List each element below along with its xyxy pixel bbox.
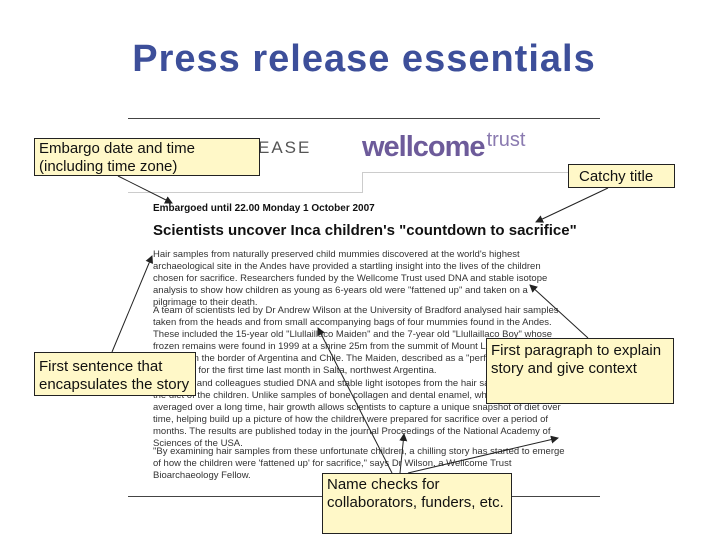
logo-sub-text: trust: [486, 129, 526, 151]
arrow-embargo: [117, 175, 173, 204]
press-release-headline: Scientists uncover Inca children's "coun…: [153, 222, 577, 239]
callout-first-sentence: First sentence that encapsulates the sto…: [34, 352, 196, 396]
paragraph-1: Hair samples from naturally preserved ch…: [153, 249, 548, 308]
header-step-line: [362, 172, 601, 193]
paragraph-4: "By examining hair samples from these un…: [153, 446, 565, 481]
arrow-first-sentence: [111, 255, 153, 353]
callout-embargo: Embargo date and time (including time zo…: [34, 138, 260, 176]
embargo-line: Embargoed until 22.00 Monday 1 October 2…: [153, 203, 375, 214]
slide-title: Press release essentials: [132, 38, 596, 80]
arrow-name-check-3: [407, 435, 559, 474]
paragraph-2: A team of scientists led by Dr Andrew Wi…: [153, 305, 572, 376]
logo-main-text: wellcome: [362, 131, 486, 163]
callout-catchy-title: Catchy title: [568, 164, 675, 188]
arrow-name-check-1: [317, 327, 393, 474]
header-line: [128, 192, 362, 193]
arrow-first-paragraph: [529, 284, 589, 339]
arrow-title: [535, 187, 609, 223]
press-release-header: EASE: [258, 138, 312, 157]
callout-first-paragraph: First paragraph to explain story and giv…: [486, 338, 674, 404]
arrow-name-check-2: [399, 433, 408, 474]
top-divider: [128, 118, 600, 119]
callout-name-checks: Name checks for collaborators, funders, …: [322, 473, 512, 534]
paragraph-3: Dr Wilson and colleagues studied DNA and…: [153, 378, 561, 449]
